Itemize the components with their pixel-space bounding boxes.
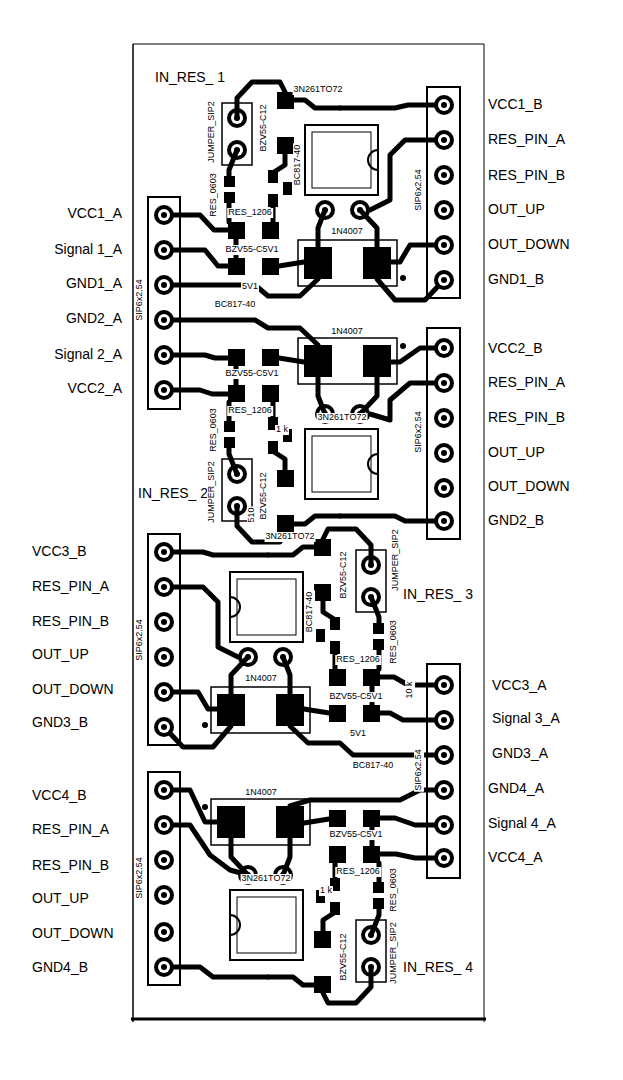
- pin-label: OUT_DOWN: [488, 237, 570, 252]
- pin-label: GND3_B: [32, 715, 88, 730]
- pin-label: VCC3_B: [32, 544, 86, 559]
- part-label: BZV55-C12: [339, 550, 349, 599]
- pin-label: GND2_A: [66, 311, 122, 326]
- circuit-1: [222, 82, 406, 286]
- pin-label: OUT_UP: [488, 202, 545, 217]
- part-label: JUMPER_SIP2: [389, 921, 399, 985]
- pin-label: RES_PIN_B: [488, 410, 565, 425]
- pin-label: GND2_B: [488, 513, 544, 528]
- pin-label: IN_RES_ 4: [403, 960, 473, 975]
- part-label: 1N4007: [244, 674, 278, 684]
- sip6-header: [427, 664, 460, 878]
- sip6-header: [427, 328, 460, 539]
- part-label: JUMPER_SIP2: [207, 100, 217, 164]
- circuit-3: [202, 529, 386, 733]
- pin-label: IN_RES_ 3: [403, 587, 473, 602]
- pin-label: VCC2_A: [68, 381, 122, 396]
- part-label: RES_1206: [227, 208, 273, 218]
- pin-label: VCC1_B: [488, 97, 542, 112]
- circuit-2: [222, 338, 406, 542]
- copper-traces: [164, 105, 444, 977]
- part-label: BC817-40: [352, 761, 395, 771]
- part-label: BZV55-C5V1: [328, 692, 383, 702]
- part-label: SIP6x2.54: [135, 278, 145, 322]
- pin-label: OUT_DOWN: [32, 682, 114, 697]
- pin-label: GND4_B: [32, 960, 88, 975]
- pin-label: VCC3_A: [492, 678, 546, 693]
- part-label: RES_0603: [389, 867, 399, 913]
- pin-label: Signal 4_A: [488, 816, 556, 831]
- pin-label: OUT_UP: [488, 445, 545, 460]
- pin-label: VCC2_B: [488, 341, 542, 356]
- part-label: 3N261TO72: [317, 413, 368, 423]
- board-outline: [131, 44, 486, 1022]
- pin-label: GND1_B: [488, 272, 544, 287]
- part-label: BZV55-C5V1: [328, 830, 383, 840]
- part-label: RES_1206: [335, 655, 381, 665]
- part-label: 1N4007: [330, 227, 364, 237]
- circuit-4: [202, 799, 386, 1003]
- pin-label: RES_PIN_B: [32, 614, 109, 629]
- part-label: 1 k: [319, 886, 333, 896]
- sip6-header: [427, 87, 460, 298]
- pin-label: RES_PIN_B: [32, 858, 109, 873]
- pin-label: RES_PIN_B: [488, 168, 565, 183]
- sip6-header: [148, 772, 180, 985]
- part-label: 1N4007: [244, 788, 278, 798]
- part-label: 510: [247, 506, 257, 523]
- part-label: 5V1: [349, 729, 367, 739]
- pin-label: Signal 1_A: [54, 242, 122, 257]
- part-label: SIP6x2.54: [135, 856, 145, 900]
- sip6-header: [148, 197, 180, 409]
- pin-label: OUT_UP: [32, 647, 89, 662]
- part-label: BC817-40: [214, 300, 257, 310]
- part-label: 10 k: [405, 680, 415, 699]
- part-label: BZV55-C5V1: [224, 245, 279, 255]
- part-label: RES_1206: [335, 867, 381, 877]
- part-label: 3N261TO72: [265, 532, 316, 542]
- part-label: RES_1206: [227, 406, 273, 416]
- part-label: SIP6x2.54: [414, 168, 424, 212]
- part-label: BC817-40: [305, 591, 315, 634]
- part-label: SIP6x2.54: [414, 748, 424, 792]
- part-label: RES_0603: [209, 172, 219, 218]
- pin-label: RES_PIN_A: [32, 822, 109, 837]
- part-label: BZV55-C12: [259, 471, 269, 520]
- pin-label: Signal 2_A: [54, 347, 122, 362]
- part-label: 3N261TO72: [241, 874, 292, 884]
- part-label: JUMPER_SIP2: [391, 528, 401, 592]
- pin-label: VCC4_B: [32, 788, 86, 803]
- sip6-header: [148, 534, 180, 745]
- part-label: 5V1: [241, 282, 259, 292]
- part-label: SIP6x2.54: [414, 410, 424, 454]
- part-label: RES_0603: [209, 407, 219, 453]
- part-label: JUMPER_SIP2: [207, 460, 217, 524]
- pin-label: Signal 3_A: [492, 711, 560, 726]
- pin-label: IN_RES_ 2: [138, 486, 208, 501]
- part-label: BZV55-C12: [259, 103, 269, 152]
- pin-label: OUT_DOWN: [488, 479, 570, 494]
- part-label: BC817-40: [293, 144, 303, 187]
- pin-label: GND4_A: [488, 781, 544, 796]
- part-label: 3N261TO72: [293, 85, 344, 95]
- part-label: BZV55-C12: [339, 932, 349, 981]
- pin-label: RES_PIN_A: [488, 375, 565, 390]
- pin-label: OUT_DOWN: [32, 926, 114, 941]
- pin-label: RES_PIN_A: [32, 579, 109, 594]
- pin-label: GND1_A: [66, 276, 122, 291]
- pin-label: VCC4_A: [488, 850, 542, 865]
- part-label: BZV55-C5V1: [224, 369, 279, 379]
- pin-label: OUT_UP: [32, 891, 89, 906]
- part-label: 1 k: [275, 425, 289, 435]
- pin-label: RES_PIN_A: [488, 132, 565, 147]
- part-label: RES_0603: [389, 619, 399, 665]
- part-label: SIP6x2.54: [135, 618, 145, 662]
- pin-label: VCC1_A: [68, 206, 122, 221]
- pin-label: IN_RES_ 1: [155, 70, 225, 85]
- part-label: 1N4007: [330, 327, 364, 337]
- pin-label: GND3_A: [492, 746, 548, 761]
